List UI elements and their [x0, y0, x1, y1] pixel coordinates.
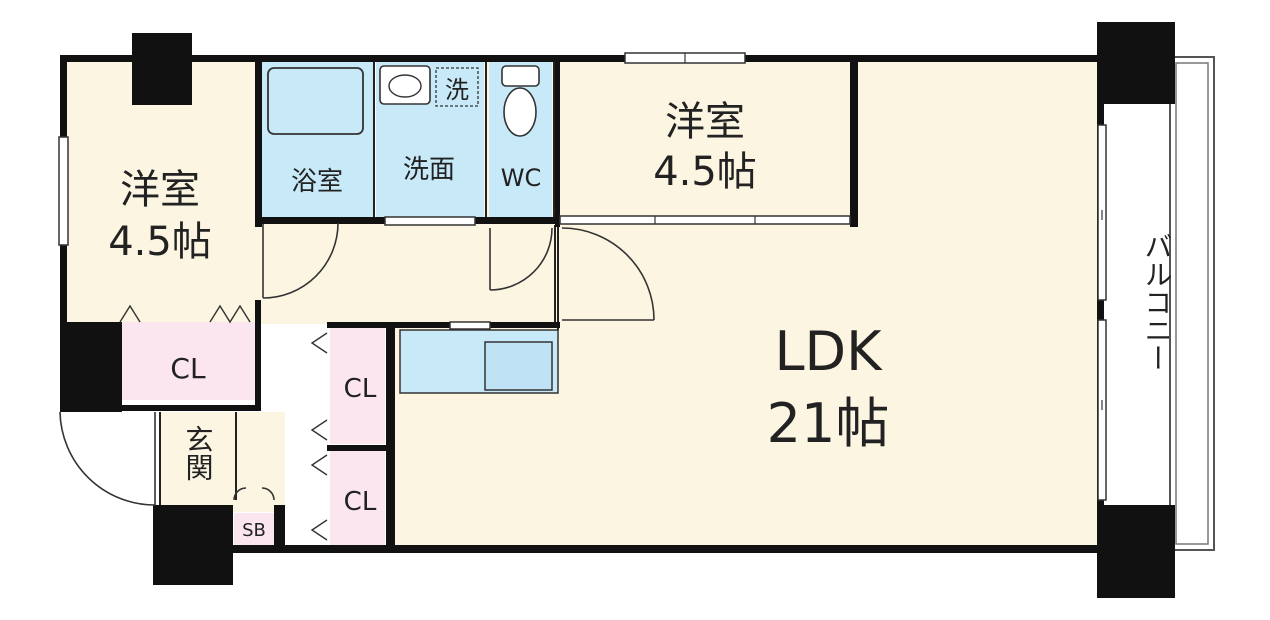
room-label-ldk: LDK	[774, 320, 883, 383]
room-label-bath: 浴室	[291, 167, 343, 197]
room-size-ldk: 21帖	[767, 392, 890, 455]
room-size-western-left: 4.5帖	[108, 219, 212, 265]
door-swings	[59, 222, 655, 506]
door-swing-room-left	[262, 222, 339, 299]
western-room-top-floor	[558, 60, 856, 225]
room-label-washroom: 洗面	[403, 155, 455, 185]
closet-door-marks	[119, 304, 328, 541]
room-label-western-left: 洋室	[120, 167, 200, 213]
shoe-box-floor	[234, 513, 274, 546]
wash-basin	[379, 65, 431, 105]
balcony-label: バルコニー	[1141, 232, 1174, 372]
window-mullions	[654, 53, 1103, 410]
entrance-floor	[160, 412, 285, 512]
closet-label-mid-lower: CL	[344, 487, 377, 517]
closet-mid-upper-floor	[330, 326, 385, 444]
closet-label-left: CL	[170, 352, 206, 385]
interior-thin-walls	[119, 62, 559, 505]
door-swing-ldk	[561, 227, 655, 321]
room-label-laundry: 洗	[445, 76, 469, 104]
bathtub	[267, 67, 364, 135]
balcony	[1169, 56, 1215, 551]
closet-label-mid-upper: CL	[344, 374, 377, 404]
room-label-western-top: 洋室	[665, 99, 745, 145]
washing-machine-space	[435, 67, 479, 107]
room-label-entrance: 玄関	[182, 425, 215, 481]
kitchen-sink	[484, 341, 553, 391]
door-swing-toilet	[489, 227, 553, 291]
corridor-floor	[255, 224, 400, 324]
shoe-box-label: SB	[242, 520, 266, 541]
closet-left-floor	[120, 322, 255, 400]
closet-mid-lower-floor	[330, 450, 385, 545]
room-label-toilet: WC	[501, 164, 542, 192]
toilet-fixture	[501, 65, 540, 137]
door-swing-entrance	[59, 411, 156, 506]
structural-walls	[60, 22, 1175, 598]
room-size-western-top: 4.5帖	[653, 149, 757, 195]
door-swing-shoe-box	[233, 487, 275, 501]
